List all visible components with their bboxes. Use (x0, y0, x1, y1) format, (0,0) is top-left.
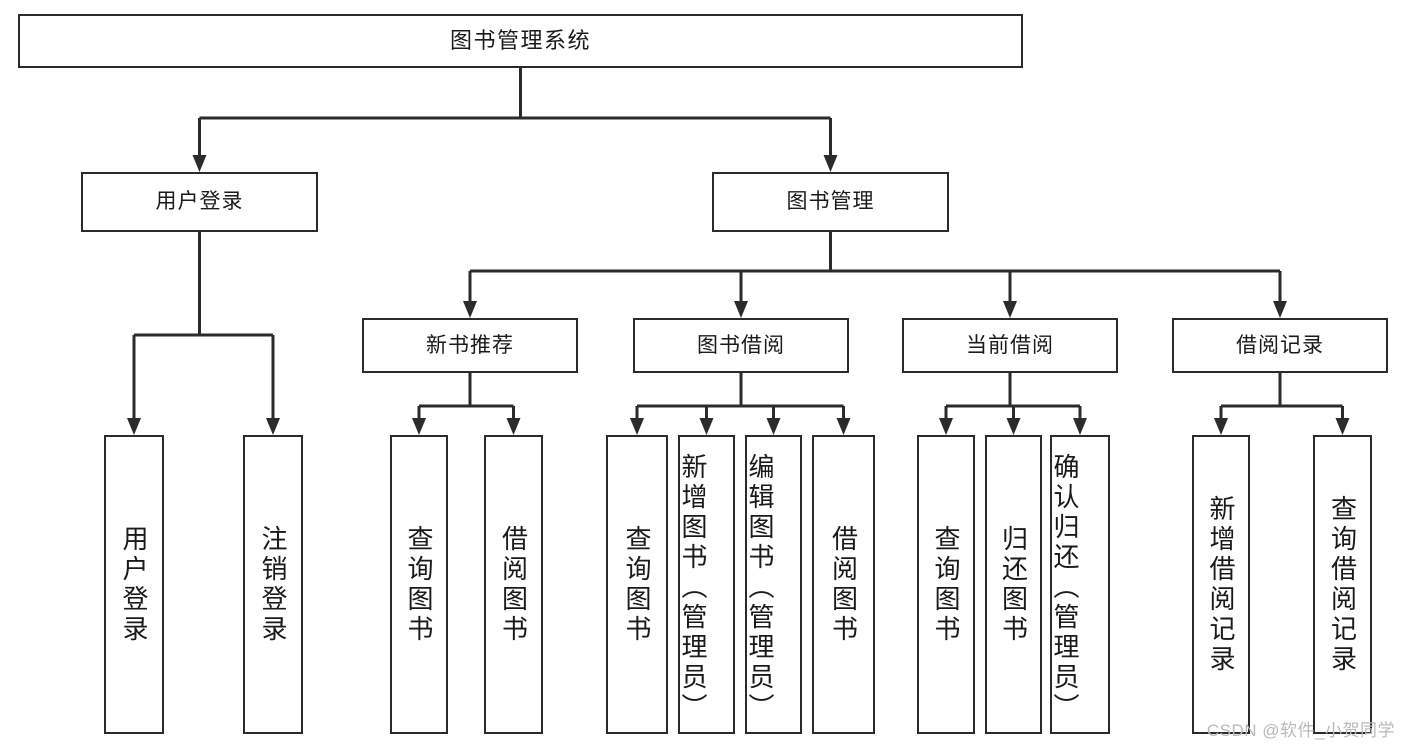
node-leaf-add-record[interactable]: 新增借阅记录 (1192, 435, 1250, 734)
arrow-head-icon (939, 418, 953, 435)
node-label: 图书管理系统 (449, 27, 591, 53)
node-user-login[interactable]: 用户登录 (81, 172, 318, 232)
node-new-book-rec[interactable]: 新书推荐 (362, 318, 578, 373)
arrow-head-icon (734, 301, 748, 318)
node-label: 查询图书 (931, 524, 961, 645)
node-label: 确认归还（管理员） (1050, 452, 1080, 723)
node-root[interactable]: 图书管理系统 (18, 14, 1023, 68)
arrow-head-icon (1003, 301, 1017, 318)
arrow-head-icon (127, 418, 141, 435)
arrow-head-icon (766, 418, 781, 435)
node-leaf-edit-book[interactable]: 编辑图书（管理员） (745, 435, 802, 734)
arrow-head-icon (1214, 418, 1228, 435)
arrow-head-icon (1335, 418, 1350, 435)
node-label: 新增借阅记录 (1206, 494, 1236, 675)
node-label: 借阅图书 (498, 524, 529, 645)
arrow-head-icon (412, 418, 426, 435)
node-label: 归还图书 (998, 524, 1029, 645)
node-label: 用户登录 (155, 190, 244, 214)
arrow-head-icon (1073, 418, 1087, 435)
node-leaf-query-record[interactable]: 查询借阅记录 (1313, 435, 1372, 734)
arrow-head-icon (823, 155, 838, 172)
arrow-head-icon (1006, 418, 1021, 435)
node-leaf-user-login[interactable]: 用户登录 (104, 435, 164, 734)
arrow-head-icon (266, 418, 280, 435)
node-leaf-return-book[interactable]: 归还图书 (985, 435, 1042, 734)
node-label: 查询图书 (622, 524, 652, 645)
node-borrow-record[interactable]: 借阅记录 (1172, 318, 1388, 373)
node-label: 新书推荐 (426, 333, 514, 357)
node-label: 当前借阅 (966, 333, 1054, 357)
node-book-borrow[interactable]: 图书借阅 (633, 318, 849, 373)
node-label: 图书借阅 (697, 333, 785, 357)
node-label: 新增图书（管理员） (678, 452, 708, 723)
arrow-head-icon (506, 418, 521, 435)
node-current-borrow[interactable]: 当前借阅 (902, 318, 1118, 373)
node-label: 编辑图书（管理员） (745, 452, 775, 723)
arrow-head-icon (1273, 301, 1287, 318)
node-leaf-query-book-3[interactable]: 查询图书 (917, 435, 975, 734)
node-book-manage[interactable]: 图书管理 (712, 172, 949, 232)
node-leaf-confirm-return[interactable]: 确认归还（管理员） (1050, 435, 1110, 734)
arrow-head-icon (192, 155, 207, 172)
node-leaf-query-book-1[interactable]: 查询图书 (390, 435, 448, 734)
node-label: 查询借阅记录 (1327, 494, 1358, 675)
node-leaf-logout[interactable]: 注销登录 (243, 435, 303, 734)
node-leaf-borrow-book-1[interactable]: 借阅图书 (484, 435, 543, 734)
node-leaf-borrow-book-2[interactable]: 借阅图书 (812, 435, 875, 734)
node-label: 用户登录 (119, 524, 149, 645)
arrow-head-icon (699, 418, 714, 435)
node-label: 借阅记录 (1236, 333, 1324, 357)
node-label: 注销登录 (258, 524, 288, 645)
arrow-head-icon (463, 301, 477, 318)
node-leaf-query-book-2[interactable]: 查询图书 (606, 435, 668, 734)
node-label: 图书管理 (786, 190, 875, 214)
arrow-head-icon (836, 418, 851, 435)
node-label: 借阅图书 (828, 524, 859, 645)
node-label: 查询图书 (404, 524, 434, 645)
node-leaf-add-book[interactable]: 新增图书（管理员） (678, 435, 735, 734)
arrow-head-icon (630, 418, 644, 435)
